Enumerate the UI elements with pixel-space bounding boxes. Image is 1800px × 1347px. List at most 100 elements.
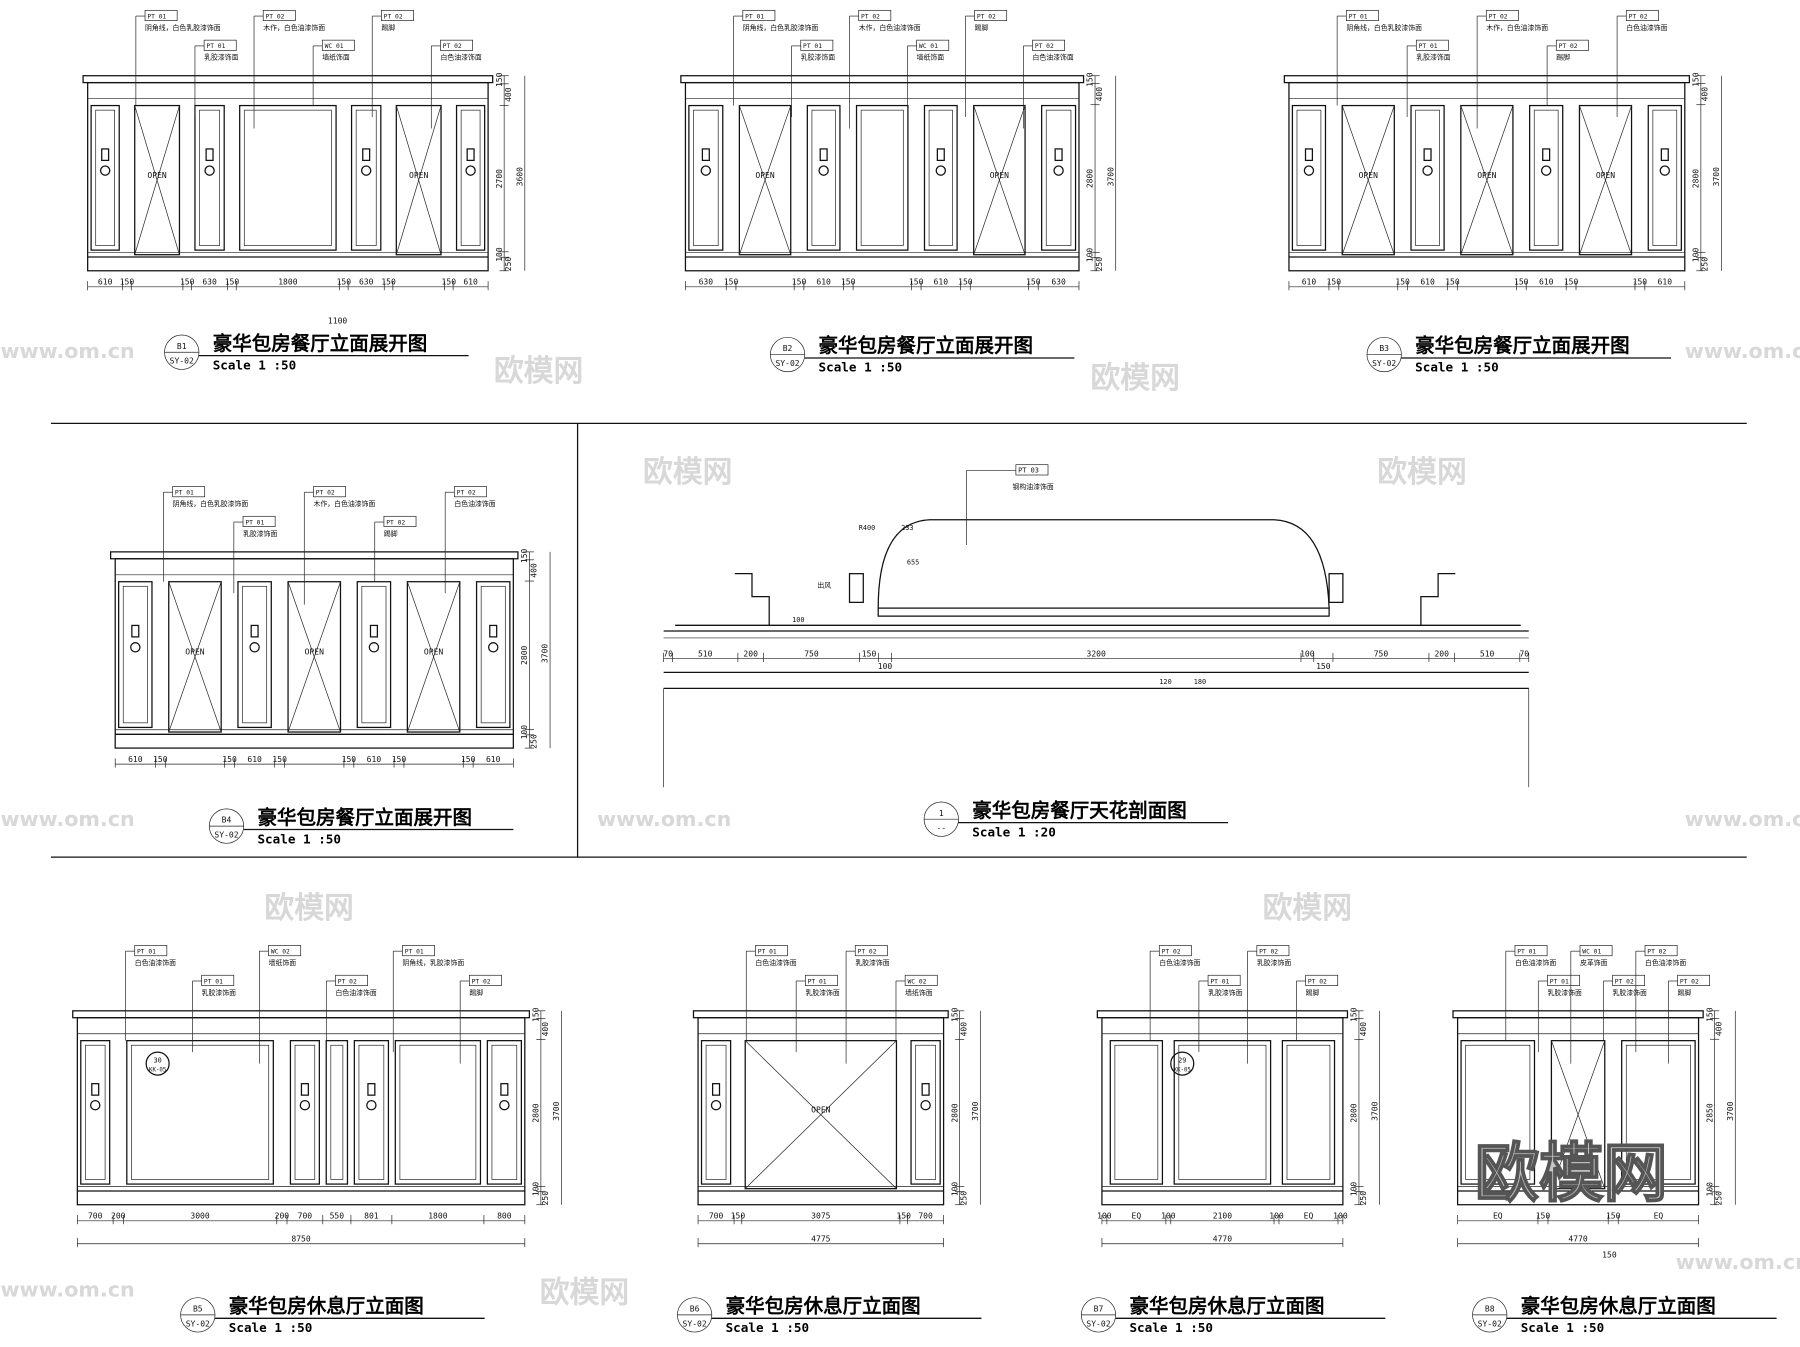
sheet-number: SY-02 — [214, 831, 238, 840]
dimension-label: EQ — [1654, 1211, 1664, 1220]
material-code: WC 01 — [325, 43, 344, 50]
drawing-id: B1 — [177, 342, 187, 351]
material-code: PT 01 — [405, 948, 424, 955]
sheet-number: SY-02 — [1086, 1319, 1110, 1328]
total-dimension-label: 4770 — [1568, 1234, 1587, 1243]
material-note: 乳胶漆饰面 — [805, 988, 840, 997]
dimension-label: EQ — [1132, 1211, 1142, 1220]
dimension-label: 150 — [1445, 278, 1460, 287]
side-dimension-label: 2800 — [950, 1103, 959, 1122]
wall-panel — [1281, 1040, 1336, 1185]
dimension-label: 200 — [111, 1211, 126, 1220]
panel-molding — [915, 1044, 936, 1180]
wall-sconce-icon — [935, 165, 947, 176]
side-dimension-label: 2700 — [495, 169, 504, 188]
material-code: PT 01 — [137, 948, 156, 955]
material-code: PT 01 — [1550, 978, 1569, 985]
door-leaf — [406, 581, 461, 733]
dimension-label: 150 — [225, 278, 240, 287]
wall-panel — [239, 104, 337, 251]
wall-panel — [1529, 104, 1564, 251]
dimension-label: 150 — [1633, 278, 1648, 287]
side-dimension-label: 100 — [520, 725, 529, 740]
wall-sconce-shade-icon — [362, 148, 371, 162]
material-tag-box — [755, 945, 788, 957]
material-tag-box — [904, 974, 938, 986]
section-label: 655 — [907, 559, 919, 567]
air-vent — [1328, 573, 1344, 603]
material-tag-box — [742, 9, 776, 21]
dimension-label: 700 — [298, 1211, 313, 1220]
drawing-id: B4 — [222, 816, 232, 825]
dimension-label: 510 — [1480, 649, 1495, 658]
side-dimension-label: 400 — [541, 1022, 550, 1037]
dimension-label: 750 — [804, 649, 819, 658]
drawing-id: B3 — [1379, 344, 1389, 353]
sheet-number: SY-02 — [1478, 1319, 1502, 1328]
side-dimension-label: 250 — [1715, 1191, 1724, 1206]
wall-panel — [455, 104, 486, 251]
material-code: PT 02 — [1035, 43, 1054, 50]
wall-panel — [1173, 1040, 1272, 1185]
side-dimension-label: 250 — [960, 1191, 969, 1206]
detail-callout-bubble — [1170, 1051, 1195, 1076]
wall-sconce-shade-icon — [205, 148, 214, 162]
material-code: PT 01 — [147, 13, 166, 20]
drawing-title: 豪华包房餐厅立面展开图 — [213, 332, 428, 355]
material-tag-box — [203, 39, 237, 51]
dimension-label: 150 — [731, 1211, 746, 1220]
material-code: PT 02 — [266, 13, 285, 20]
watermark-text: www.om.cn — [597, 807, 731, 831]
dimension-label: 150 — [392, 755, 407, 764]
dimension-label: 510 — [698, 649, 713, 658]
material-code: PT 01 — [175, 490, 194, 497]
wall-sconce-shade-icon — [466, 148, 475, 162]
wall-outline — [697, 1017, 945, 1206]
material-code: PT 02 — [1308, 978, 1327, 985]
watermark-logo: 欧模网 — [1263, 891, 1352, 926]
material-code: PT 01 — [206, 43, 225, 50]
material-code: PT 02 — [386, 519, 405, 526]
door-open-label: OPEN — [147, 171, 166, 180]
material-tag-box — [242, 515, 276, 527]
dimension-label: 150 — [1514, 278, 1529, 287]
side-total-label: 3700 — [1712, 167, 1721, 186]
dimension-label: 610 — [1658, 278, 1673, 287]
wall-sconce-icon — [90, 1099, 101, 1111]
wall-sconce-icon — [299, 1099, 311, 1111]
material-note: 乳胶漆饰面 — [243, 529, 278, 538]
drawing-title: 豪华包房休息厅立面图 — [1129, 1295, 1324, 1318]
panel-molding — [1045, 109, 1072, 246]
wall-sconce-icon — [99, 165, 111, 176]
material-code: PT 02 — [858, 948, 877, 955]
dimension-label: 70 — [1519, 649, 1529, 658]
wall-sconce-shade-icon — [101, 148, 110, 162]
side-dimension-label: 100 — [1350, 1182, 1359, 1197]
dimension-label: 610 — [1539, 278, 1554, 287]
detail-number: 29 — [1178, 1056, 1186, 1064]
dimension-label: 150 — [1026, 278, 1041, 287]
dimension-label: 610 — [486, 755, 501, 764]
material-code: PT 02 — [1162, 948, 1181, 955]
wall-sconce-icon — [488, 642, 499, 653]
door-swing-line — [1341, 105, 1395, 255]
watermark-logo: 欧模网 — [494, 354, 583, 389]
wall-sconce-icon — [1422, 165, 1433, 176]
wall-sconce-shade-icon — [1423, 148, 1432, 162]
wall-sconce-icon — [130, 642, 141, 653]
material-tag-box — [1547, 974, 1580, 986]
drawing-id: B7 — [1094, 1304, 1104, 1313]
door-swing-line — [395, 105, 442, 255]
door-swing-line — [1551, 1040, 1606, 1189]
wall-panel — [394, 1040, 482, 1185]
watermark-text: www.om.cn — [1685, 807, 1800, 831]
panel-molding — [199, 109, 220, 246]
sheet-frame-lines — [50, 422, 1747, 858]
material-code: PT 01 — [1349, 13, 1368, 20]
material-tag-box — [916, 39, 950, 51]
wall-panel — [1460, 1040, 1536, 1185]
panel-molding — [1114, 1044, 1159, 1180]
drawing-scale: Scale 1 :50 — [1415, 360, 1499, 375]
dimension-label: 700 — [88, 1211, 103, 1220]
